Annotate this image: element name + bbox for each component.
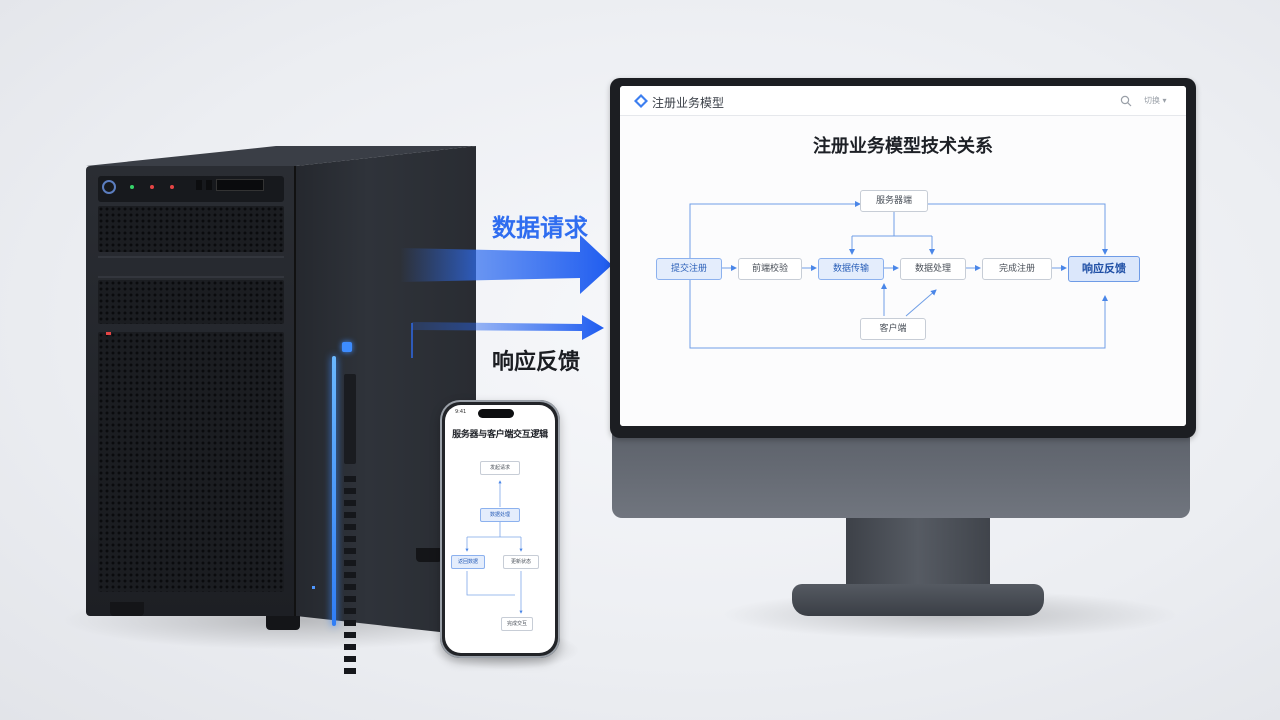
- status-led-red: [170, 185, 174, 189]
- mesh-grille: [98, 332, 284, 592]
- phone-node-middle: 数据处理: [480, 508, 520, 522]
- phone-node-right: 更新状态: [503, 555, 539, 569]
- response-arrow: [412, 315, 604, 340]
- node-response: 响应反馈: [1068, 256, 1140, 282]
- server-tower: [86, 146, 476, 676]
- monitor-stand-base: [792, 584, 1044, 616]
- blue-light-strip: [332, 356, 336, 626]
- phone-node-bottom: 完成交互: [501, 617, 533, 631]
- node-verify: 前端校验: [738, 258, 802, 280]
- app-header: 注册业务模型 切换 ▾: [620, 86, 1186, 116]
- mesh-grille: [98, 280, 284, 324]
- usb-port: [206, 180, 212, 190]
- node-service: 服务器端: [860, 190, 928, 212]
- node-process: 数据处理: [900, 258, 966, 280]
- app-title: 注册业务模型: [652, 96, 725, 110]
- phone-diagram-title: 服务器与客户端交互逻辑: [452, 430, 548, 440]
- search-icon[interactable]: [1120, 95, 1132, 107]
- phone-screen: 9:41 服务器与客户端交互逻辑 发起请求 数据处理 返回数据 更新状态 完成交…: [445, 405, 555, 653]
- header-menu-dropdown[interactable]: 切换 ▾: [1144, 96, 1167, 105]
- flow-arrows: [400, 235, 612, 358]
- status-led-green: [130, 185, 134, 189]
- side-recess: [344, 374, 356, 464]
- usb-port: [196, 180, 202, 190]
- app-logo-icon: [634, 94, 648, 108]
- diagram-title: 注册业务模型技术关系: [813, 136, 993, 157]
- monitor-chin: [612, 432, 1190, 518]
- drive-led: [106, 332, 111, 335]
- monitor-stand-neck: [846, 505, 990, 595]
- phone-status-time: 9:41: [455, 409, 467, 415]
- phone-node-top: 发起请求: [480, 461, 520, 475]
- response-label: 响应反馈: [492, 350, 581, 375]
- power-button-icon: [102, 180, 116, 194]
- node-register: 提交注册: [656, 258, 722, 280]
- vent-slots: [344, 476, 356, 676]
- phone-node-left: 返回数据: [451, 555, 485, 569]
- lcd-display: [216, 179, 264, 191]
- phone-notch: [478, 409, 514, 418]
- status-led-red: [150, 185, 154, 189]
- diagram-connectors: [689, 201, 1108, 349]
- tower-foot: [266, 616, 300, 630]
- request-label: 数据请求: [492, 214, 588, 242]
- bay-divider: [98, 256, 284, 258]
- node-result: 完成注册: [982, 258, 1052, 280]
- tower-foot: [110, 602, 144, 616]
- node-client: 客户端: [860, 318, 926, 340]
- monitor-screen: 注册业务模型 切换 ▾ 注册业务模型技术关系: [620, 86, 1186, 426]
- phone-diagram-connectors: [465, 480, 523, 614]
- tower-foot: [416, 548, 442, 562]
- activity-led: [312, 586, 315, 589]
- bay-divider: [98, 276, 284, 278]
- node-data-link: 数据传输: [818, 258, 884, 280]
- request-arrow: [400, 235, 612, 294]
- mesh-grille: [98, 206, 284, 252]
- side-status-light: [342, 342, 352, 352]
